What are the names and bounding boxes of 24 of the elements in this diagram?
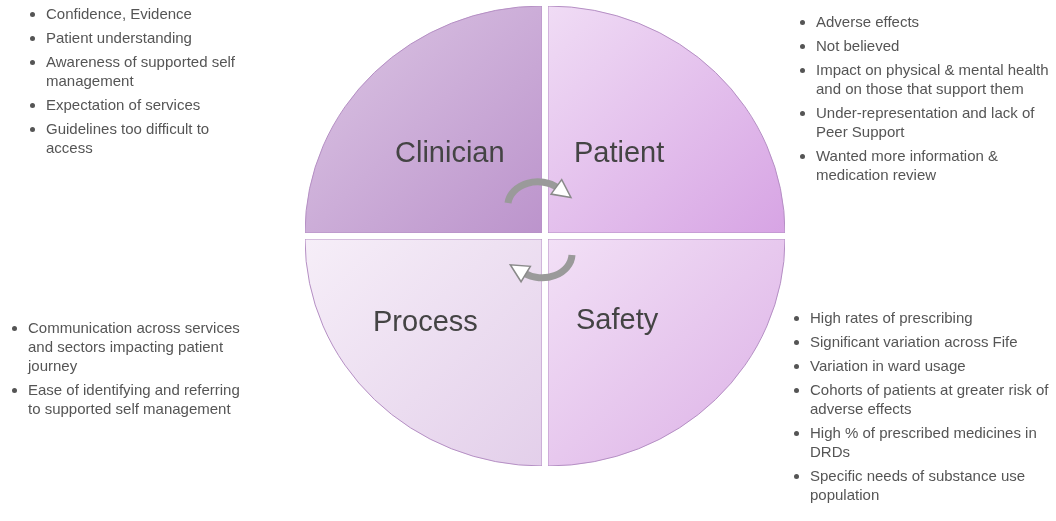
quadrant-label: Patient (574, 136, 665, 169)
bullet-text: Expectation of services (46, 96, 201, 113)
bullet-text: Patient understanding (46, 29, 192, 46)
bullet-text: Significant variation across Fife (810, 333, 1018, 350)
bullet-text: Ease of identifying and referring to supported self management (28, 381, 240, 417)
bullet-text: Specific needs of substance use population (810, 467, 1026, 503)
bullet-text: High % of prescribed medicines in DRDs (810, 424, 1037, 460)
bullet-text: Variation in ward usage (810, 357, 966, 374)
bullet-text: Not believed (816, 37, 900, 54)
curved-arrow (504, 178, 573, 204)
bullet-text: Cohorts of patients at greater risk of adverse effects (810, 381, 1049, 417)
curved-arrow (509, 254, 576, 283)
bullet-text: Adverse effects (816, 13, 920, 30)
quadrant-label: Clinician (395, 136, 505, 169)
bullet-text: Confidence, Evidence (46, 5, 192, 22)
bullet-text: Impact on physical & mental health and on those that support them (816, 61, 1049, 97)
bullet-text: Communication across services and sectors impacting patient journey (28, 319, 240, 374)
bullet-text: Awareness of supported self management (46, 53, 235, 89)
quadrant-label: Process (373, 305, 478, 338)
bullet-text: Wanted more information & medication review (816, 147, 999, 183)
quadrant-label: Safety (576, 303, 659, 336)
bullet-text: Under-representation and lack of Peer Support (816, 104, 1035, 140)
bullet-text: High rates of prescribing (810, 309, 973, 326)
bullet-text: Guidelines too difficult to access (46, 120, 210, 156)
